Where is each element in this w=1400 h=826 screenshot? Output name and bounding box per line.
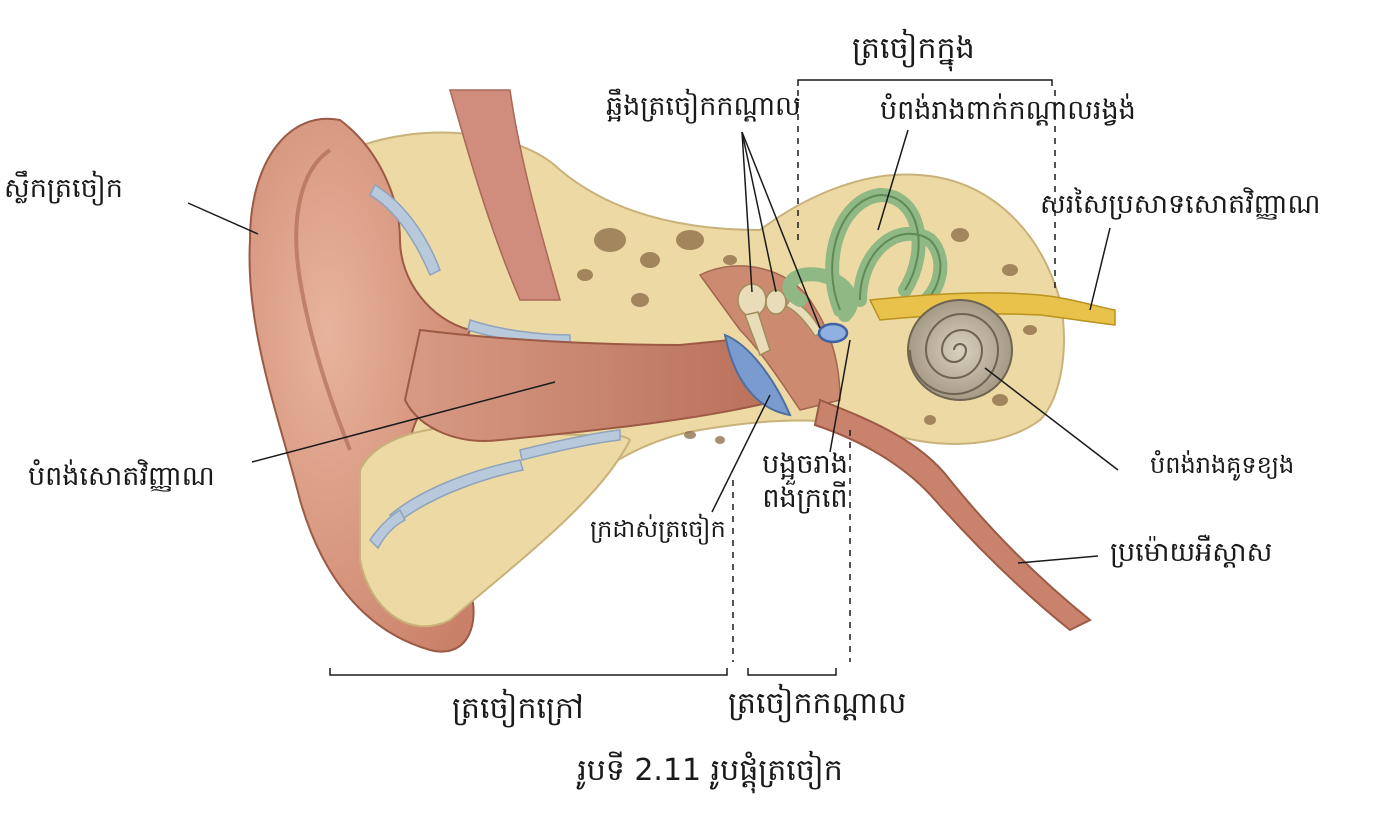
region-brackets <box>329 79 1053 676</box>
leader-eustachian <box>1017 555 1099 564</box>
oval-window-label-line2: ពងក្រពើ <box>762 482 848 514</box>
bone-texture <box>577 228 1037 444</box>
leader-ossicle-3 <box>741 131 821 329</box>
oval-window-shape <box>817 322 849 344</box>
oval-window-label: បង្អួចរាង ពងក្រពើ <box>750 448 860 516</box>
leader-semicircular <box>877 129 909 231</box>
oval-window-label-line1: បង្អួចរាង <box>762 449 848 480</box>
leader-oval-window <box>829 339 851 453</box>
leader-auricle <box>187 202 259 235</box>
eardrum-shape <box>723 333 792 417</box>
leader-cochlea <box>984 367 1119 471</box>
outer-ear-bracket <box>329 668 728 676</box>
cochlea-shape <box>907 299 1013 401</box>
helix-fold <box>294 148 352 451</box>
ear-canal-shape <box>403 328 782 442</box>
cochlea-label: បំពង់រាងគូទខ្យង <box>1150 451 1295 479</box>
leader-lines <box>187 129 1119 564</box>
muscle-band <box>449 89 561 301</box>
inner-ear-bracket <box>797 79 1053 86</box>
auricle-label: ស្លឹកត្រចៀក <box>4 173 123 204</box>
leader-ear-canal <box>251 381 556 463</box>
leader-ossicle-1 <box>741 131 753 293</box>
eustachian-tube-shape <box>813 398 1092 632</box>
ossicles-shape <box>737 283 824 357</box>
leader-eardrum <box>711 394 771 513</box>
leader-nerve <box>1089 227 1111 311</box>
eustachian-tube-label: ប្រម៉ោយអឺស្តាស <box>1110 537 1273 568</box>
auditory-nerve-label: សរសៃប្រសាទសោតវិញ្ញាណ <box>1040 189 1321 220</box>
semicircular-canals-label: បំពង់រាងពាក់កណ្ដាលរង្វង់ <box>880 95 1136 126</box>
eardrum-label: ក្រដាស់ត្រចៀក <box>590 515 726 543</box>
cartilage-strips <box>369 183 621 550</box>
ear-canal-label: បំពង់សោតវិញ្ញាណ <box>28 461 215 492</box>
dashed-boundaries <box>732 90 1056 662</box>
outer-ear-label: ត្រចៀកក្រៅ <box>452 691 584 726</box>
middle-ear-label: ត្រចៀកកណ្ដាល <box>728 686 907 721</box>
figure-caption: រូបទី 2.11 រូបផ្ដុំត្រចៀក <box>577 753 843 788</box>
leader-ossicle-2 <box>741 131 777 293</box>
middle-ear-bracket <box>747 668 837 676</box>
ossicles-label: ឆ្អឹងត្រចៀកកណ្ដាល <box>606 91 801 122</box>
inner-ear-label: ត្រចៀកក្នុង <box>852 31 975 66</box>
semicircular-canals-outline <box>831 193 942 311</box>
